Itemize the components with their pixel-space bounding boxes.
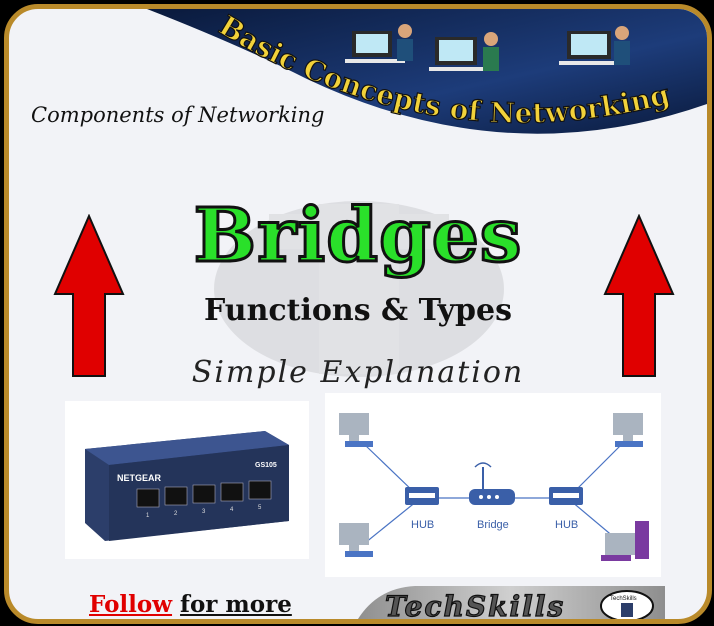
port-label: 5: [258, 505, 262, 511]
hub-icon: [549, 487, 583, 505]
computer-icon: [339, 523, 373, 557]
card: Basic Concepts of Networking Components …: [4, 4, 712, 624]
banner: Basic Concepts of Networking: [147, 9, 707, 134]
computer-icon: [339, 413, 373, 447]
switch-model: GS105: [255, 462, 277, 469]
brand-logo: TechSkills TechSkills: [358, 586, 665, 623]
desk-illustration: [345, 24, 630, 71]
follow-cta[interactable]: Follow for more: [89, 591, 292, 618]
page-title: Bridges: [192, 192, 523, 281]
bridge-label: Bridge: [477, 519, 509, 531]
watermark-logo: [214, 201, 504, 377]
port-label: 2: [174, 511, 178, 517]
brand-badge-icon: TechSkills: [600, 590, 654, 619]
switch-photo: NETGEAR GS105 1 2 3 4 5: [65, 401, 309, 559]
port-label: 1: [146, 513, 150, 519]
subtitle: Components of Networking: [31, 103, 325, 127]
bridge-icon: [469, 462, 515, 505]
hub-label: HUB: [555, 519, 578, 531]
follow-word: Follow: [89, 591, 173, 618]
arrow-up-icon: [53, 214, 125, 377]
arrow-up-icon: [603, 214, 675, 377]
computer-icon: [613, 413, 643, 447]
network-diagram: HUB Bridge HUB: [325, 393, 661, 577]
switch-brand: NETGEAR: [117, 473, 162, 483]
hub-label: HUB: [411, 519, 434, 531]
brand-name: TechSkills: [385, 590, 565, 623]
for-more-text: for more: [180, 591, 292, 618]
port-label: 3: [202, 509, 206, 515]
subheading: Functions & Types: [203, 293, 512, 328]
computer-icon: [601, 521, 649, 561]
badge-text: TechSkills: [610, 596, 637, 602]
explanation-text: Simple Explanation: [191, 355, 525, 390]
hub-icon: [405, 487, 439, 505]
port-label: 4: [230, 507, 234, 513]
